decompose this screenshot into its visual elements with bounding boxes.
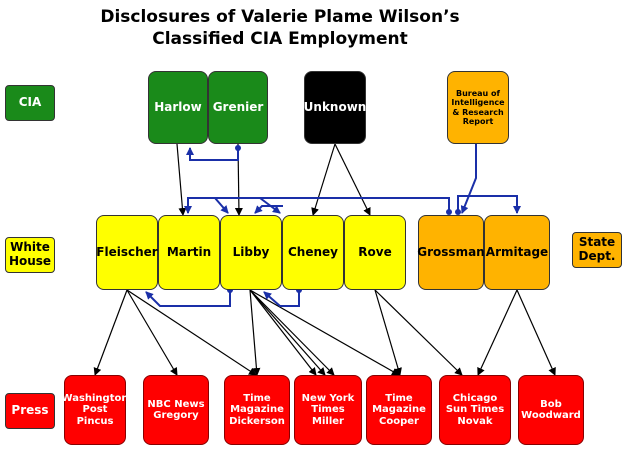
- link-rove-cooper: [374, 289, 402, 376]
- link-grenier-harlow: [186, 147, 239, 161]
- node-libby: Libby: [220, 215, 282, 290]
- page-title: Disclosures of Valerie Plame Wilson’s Cl…: [90, 6, 470, 50]
- link-fleischer-nbc: [126, 289, 178, 376]
- node-armitage: Armitage: [484, 215, 550, 290]
- row-label-white-house: White House: [5, 237, 55, 273]
- row-label-cia: CIA: [5, 85, 55, 121]
- title-line-2: Classified CIA Employment: [152, 29, 408, 49]
- link-grossman-libby: [212, 197, 449, 214]
- node-cheney: Cheney: [282, 215, 344, 290]
- link-fleischer-wapo: [93, 289, 128, 376]
- title-line-1: Disclosures of Valerie Plame Wilson’s: [100, 7, 460, 27]
- link-harlow-martin: [176, 143, 187, 216]
- node-fleischer: Fleischer: [96, 215, 158, 290]
- node-martin: Martin: [158, 215, 220, 290]
- node-bob-woodward: Bob Woodward: [518, 375, 584, 445]
- link-cheney-libby-lower: [263, 290, 300, 307]
- node-rove: Rove: [344, 215, 406, 290]
- node-time-dickerson: Time Magazine Dickerson: [224, 375, 290, 445]
- node-chicago-sun-times-novak: Chicago Sun Times Novak: [439, 375, 511, 445]
- link-grossman-armitage: [457, 195, 521, 214]
- link-cheney-libby: [254, 205, 283, 214]
- link-libby-cooper: [249, 289, 400, 376]
- node-unknown: Unknown: [304, 71, 366, 144]
- node-grenier: Grenier: [208, 71, 268, 144]
- link-unknown-rove: [334, 143, 371, 216]
- link-inr-grossman: [460, 144, 477, 214]
- node-harlow: Harlow: [148, 71, 208, 144]
- link-libby-fleischer: [145, 290, 231, 307]
- node-bureau-intelligence-research: Bureau of Intelligence & Research Report: [447, 71, 509, 144]
- link-armitage-novak: [477, 289, 518, 376]
- link-rove-novak: [374, 289, 463, 376]
- row-label-press: Press: [5, 393, 55, 429]
- link-libby-nyt-2: [249, 289, 326, 376]
- link-libby-nyt-1: [249, 289, 317, 376]
- node-time-cooper: Time Magazine Cooper: [366, 375, 432, 445]
- node-grossman: Grossman: [417, 215, 485, 290]
- link-libby-nyt-3: [249, 289, 335, 376]
- node-new-york-times-miller: New York Times Miller: [294, 375, 362, 445]
- node-nbc-news-gregory: NBC News Gregory: [143, 375, 209, 445]
- node-washington-post-pincus: Washington Post Pincus: [62, 375, 128, 445]
- row-label-state-dept: State Dept.: [572, 232, 622, 268]
- link-fleischer-dickerson: [126, 289, 257, 376]
- link-unknown-cheney: [311, 143, 336, 216]
- link-armitage-woodward: [516, 289, 556, 376]
- link-libby-dickerson: [249, 289, 261, 376]
